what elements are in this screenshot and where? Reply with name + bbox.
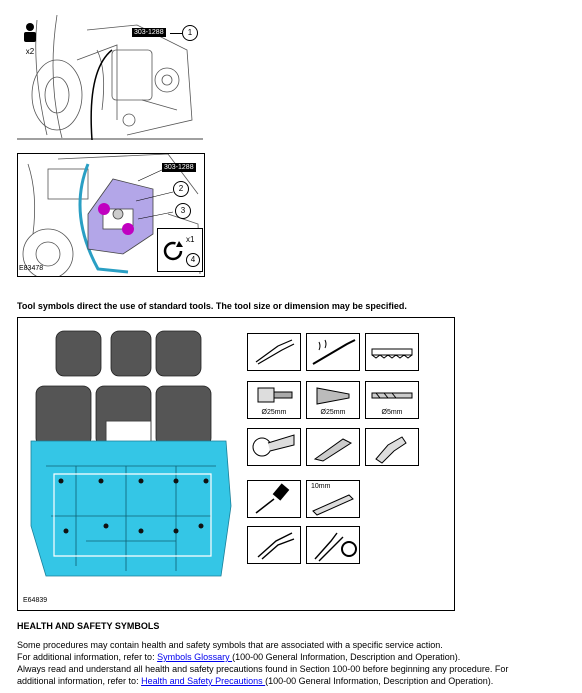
riveter-icon [365,428,419,466]
file-icon: 10mm [306,480,360,518]
engine-illustration-2 [22,154,201,276]
tool-label-1: Ø25mm [261,409,287,416]
rear-seat-illustration [30,330,232,577]
pliers-cutter-icon [247,333,301,371]
screwdriver-icon [247,480,301,518]
drill-bit-icon: Ø5mm [365,381,419,419]
callout-number-1: 1 [187,28,193,37]
line-2-suffix: (100-00 General Information, Description… [232,652,461,662]
saw-blade-icon [365,333,419,371]
rotate-clockwise-icon [163,241,183,261]
rotation-box: x1 4 [157,228,203,272]
callout-line-1 [170,33,182,34]
health-safety-precautions-link[interactable]: Health and Safety Precautions [141,676,266,686]
tool-label-2: Ø25mm [320,409,346,416]
health-safety-line-3: Always read and understand all health an… [17,664,509,674]
person-icon: x2 [20,22,40,56]
health-safety-line-1: Some procedures may contain health and s… [17,640,443,650]
rotation-count: x1 [186,235,195,244]
tool-label-3: Ø5mm [381,409,403,416]
symbols-glossary-link[interactable]: Symbols Glossary [157,652,233,662]
callout-number-4: 4 [190,255,196,264]
engine-illustration-1 [17,14,203,141]
health-safety-body: Some procedures may contain health and s… [17,639,577,687]
tool-label-4: 10mm [311,483,331,490]
line-4-prefix: additional information, refer to: [17,676,142,686]
callout-tag-1: 303-1288 [132,28,166,37]
health-safety-line-4: additional information, refer to: Health… [17,675,577,687]
callout-circle-3: 3 [175,203,191,219]
line-2-prefix: For additional information, refer to: [17,652,158,662]
health-safety-line-2: For additional information, refer to: Sy… [17,651,577,663]
callout-number-3: 3 [180,206,186,215]
callout-tag-2: 303-1288 [162,163,196,172]
figure-2-id: E83478 [19,265,44,272]
figure-1 [17,10,203,141]
person-count: x2 [25,47,35,56]
heat-gun-icon [306,428,360,466]
line-4-suffix: (100-00 General Information, Description… [265,676,494,686]
soldering-iron-icon [306,333,360,371]
figure-3-id: E64839 [23,597,48,604]
step-drill-icon: Ø25mm [306,381,360,419]
tools-caption: Tool symbols direct the use of standard … [17,301,407,311]
snap-ring-pliers-icon [306,526,360,564]
wire-stripper-icon [247,526,301,564]
health-safety-heading: HEALTH AND SAFETY SYMBOLS [17,621,160,631]
callout-circle-1: 1 [182,25,198,41]
callout-circle-4: 4 [186,253,200,267]
callout-circle-2: 2 [173,181,189,197]
callout-number-2: 2 [178,184,184,193]
hole-saw-icon: Ø25mm [247,381,301,419]
grinder-icon [247,428,301,466]
